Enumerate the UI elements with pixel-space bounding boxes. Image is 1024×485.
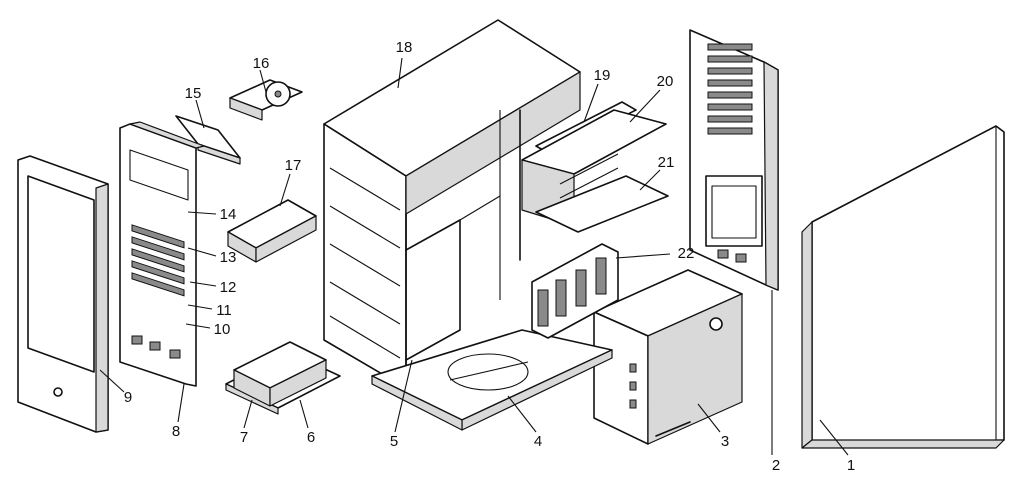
callout-18: 18 bbox=[396, 39, 413, 56]
callout-20: 20 bbox=[657, 73, 674, 90]
callout-2: 2 bbox=[772, 457, 780, 474]
callout-7: 7 bbox=[240, 429, 248, 446]
callout-1: 1 bbox=[847, 457, 855, 474]
callout-4: 4 bbox=[534, 433, 542, 450]
callout-21: 21 bbox=[658, 154, 675, 171]
callouts: 1 2 3 4 5 6 7 8 9 10 11 12 13 14 15 16 1… bbox=[124, 39, 855, 474]
part-22-fan-assembly bbox=[531, 243, 619, 339]
callout-17: 17 bbox=[285, 157, 302, 174]
callout-19: 19 bbox=[594, 67, 611, 84]
part-2-rear-panel bbox=[689, 29, 779, 291]
part-17-drive bbox=[227, 199, 317, 263]
part-18-main-chassis bbox=[323, 19, 581, 389]
part-8-front-frame bbox=[119, 121, 205, 387]
part-3-power-supply bbox=[593, 269, 743, 445]
callout-16: 16 bbox=[253, 55, 270, 72]
callout-5: 5 bbox=[390, 433, 398, 450]
callout-3: 3 bbox=[721, 433, 729, 450]
callout-8: 8 bbox=[172, 423, 180, 440]
part-4-base-stand bbox=[371, 329, 613, 431]
callout-12: 12 bbox=[220, 279, 237, 296]
callout-6: 6 bbox=[307, 429, 315, 446]
part-7-drive bbox=[233, 341, 327, 407]
part-9-front-bezel bbox=[17, 155, 109, 433]
callout-13: 13 bbox=[220, 249, 237, 266]
callout-11: 11 bbox=[216, 302, 232, 319]
part-21-shelf bbox=[535, 175, 669, 233]
part-16-drive-mechanism bbox=[229, 79, 303, 121]
callout-10: 10 bbox=[214, 321, 231, 338]
callout-22: 22 bbox=[678, 245, 695, 262]
callout-15: 15 bbox=[185, 85, 202, 102]
part-1-side-panel bbox=[801, 125, 1005, 449]
callout-9: 9 bbox=[124, 389, 132, 406]
callout-14: 14 bbox=[220, 206, 237, 223]
part-15-bracket bbox=[175, 115, 241, 165]
leader-lines bbox=[99, 57, 849, 456]
